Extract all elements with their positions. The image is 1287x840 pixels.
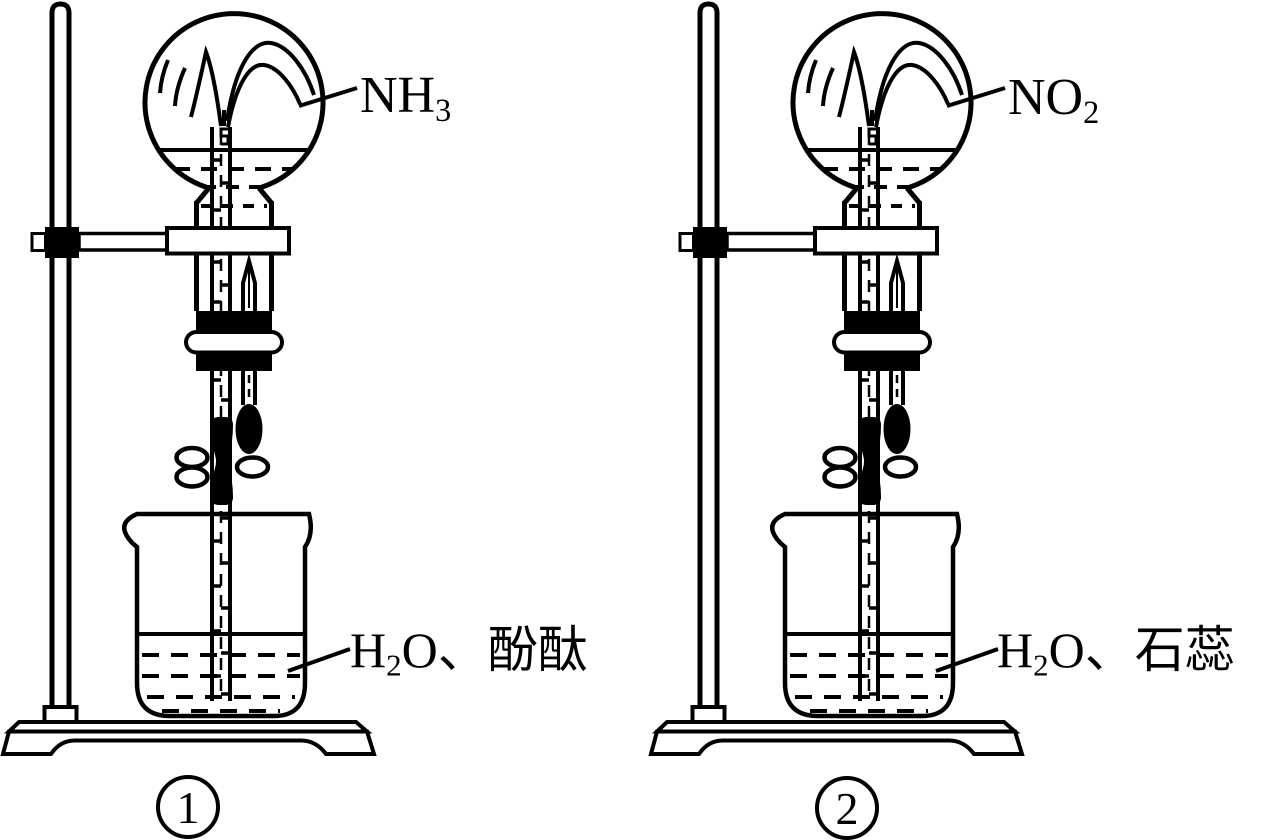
beaker-formula-main: H <box>350 622 387 678</box>
beaker-formula-subscript: 2 <box>386 647 402 683</box>
beaker-label-1: H2O、酚酞 <box>350 625 588 681</box>
gas-formula-subscript: 2 <box>1083 94 1100 131</box>
beaker-formula-subscript: 2 <box>1033 647 1049 683</box>
gas-label-1: NH3 <box>360 67 452 129</box>
apparatus-2-drawing <box>651 4 1022 754</box>
gas-formula-main: NO <box>1008 69 1084 126</box>
apparatus-number-1: 1 <box>156 775 220 839</box>
gas-formula-main: NH <box>360 67 436 124</box>
gas-label-2: NO2 <box>1008 69 1100 131</box>
apparatus-number-digit: 1 <box>176 781 200 833</box>
beaker-formula-rest: O、酚酞 <box>401 622 588 678</box>
beaker-formula-main: H <box>997 622 1034 678</box>
apparatus-1-drawing <box>3 4 374 754</box>
apparatus-number-digit: 2 <box>835 782 859 834</box>
apparatus-number-2: 2 <box>815 776 879 840</box>
beaker-formula-rest: O、石蕊 <box>1048 622 1235 678</box>
gas-formula-subscript: 3 <box>435 92 452 129</box>
beaker-label-2: H2O、石蕊 <box>997 625 1235 681</box>
